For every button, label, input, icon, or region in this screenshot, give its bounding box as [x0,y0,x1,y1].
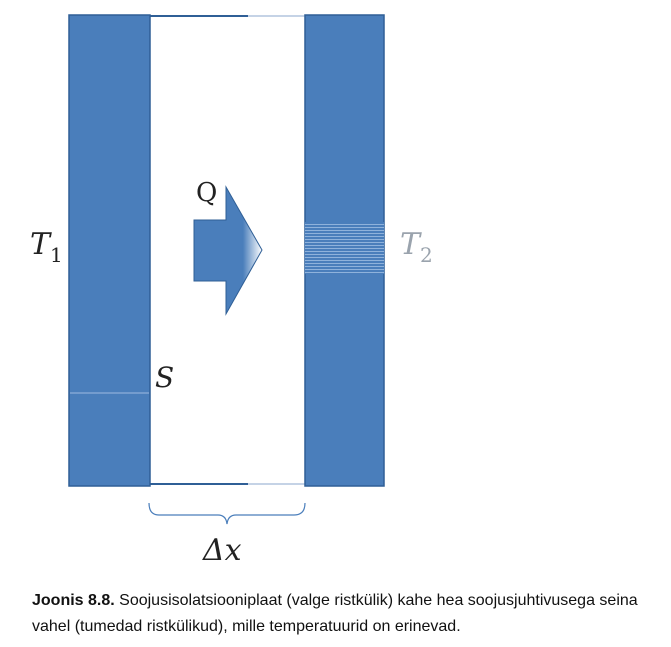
thickness-brace [148,502,306,525]
figure-caption: Joonis 8.8. Soojusisolatsiooniplaat (val… [32,588,662,640]
heat-flow-arrow-icon [193,185,263,316]
left-wall [68,14,151,487]
caption-prefix: Joonis 8.8. [32,592,115,609]
label-dx: Δx [202,533,242,568]
right-wall-striped-band [305,222,384,274]
label-q: Q [196,178,217,208]
caption-text: Soojusisolatsiooniplaat (valge ristkülik… [32,592,638,635]
label-t1: T1 [30,227,63,267]
label-s: S [155,361,174,394]
label-t2: T2 [400,227,433,267]
